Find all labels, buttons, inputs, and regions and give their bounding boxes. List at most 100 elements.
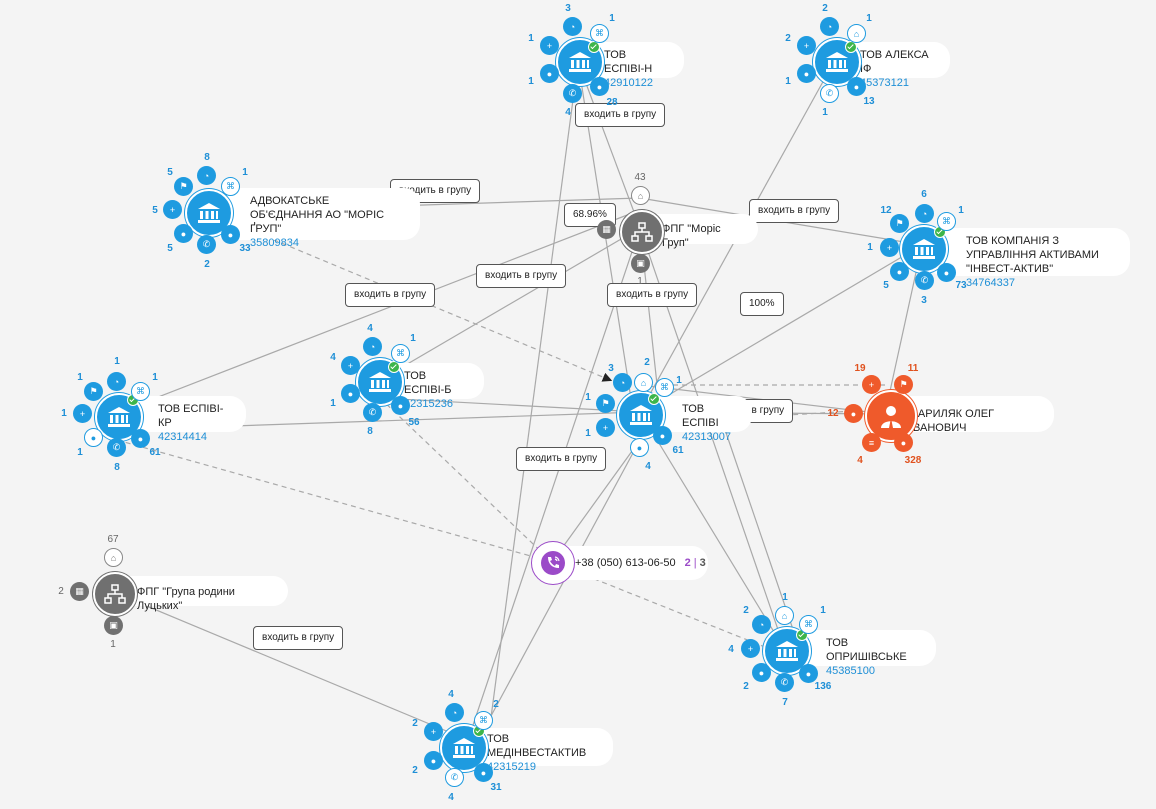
pie-chart-icon[interactable]: ◔: [915, 204, 934, 223]
flag-icon[interactable]: ⚑: [84, 382, 103, 401]
add-person-icon[interactable]: +: [596, 418, 615, 437]
flag-icon[interactable]: ⚑: [596, 394, 615, 413]
flag-icon[interactable]: ⚑: [890, 214, 909, 233]
location-icon[interactable]: ●: [799, 664, 818, 683]
company-code: 34764337: [966, 277, 1015, 289]
company-label-oprysh[interactable]: ТОВ ОПРИШІВСЬКЕ 45385100: [790, 630, 936, 677]
org-structure-icon[interactable]: [93, 572, 137, 616]
structure-icon[interactable]: ⌘: [391, 344, 410, 363]
add-person-icon[interactable]: +: [880, 238, 899, 257]
location-icon[interactable]: ●: [590, 77, 609, 96]
pie-chart-icon[interactable]: ◔: [613, 373, 632, 392]
pie-chart-icon[interactable]: ◔: [363, 337, 382, 356]
structure-icon[interactable]: ⌘: [590, 24, 609, 43]
list-icon[interactable]: ≡: [862, 433, 881, 452]
count-top-right: 1: [609, 13, 615, 24]
group-members-icon[interactable]: ▦: [597, 220, 616, 239]
phone-ring-icon[interactable]: [531, 541, 575, 585]
add-person-icon[interactable]: +: [797, 36, 816, 55]
location-icon[interactable]: ●: [937, 263, 956, 282]
location-icon[interactable]: ●: [653, 426, 672, 445]
count-top: 6: [921, 189, 927, 200]
people-icon[interactable]: ●: [341, 384, 360, 403]
company-code: 45385100: [826, 665, 875, 677]
people-icon[interactable]: ●: [540, 64, 559, 83]
company-label-medinvest[interactable]: ТОВ МЕДІНВЕСТАКТИВ 42315219: [465, 728, 613, 773]
add-person-icon[interactable]: +: [540, 36, 559, 55]
structure-icon[interactable]: ⌘: [221, 177, 240, 196]
add-person-icon[interactable]: +: [73, 404, 92, 423]
group-top-icon[interactable]: ⌂: [631, 186, 650, 205]
count-bottom: 1: [637, 276, 643, 287]
edge-label-share-100[interactable]: 100%: [740, 292, 784, 316]
count-bottom: 2: [204, 259, 210, 270]
location-icon[interactable]: ●: [391, 396, 410, 415]
structure-icon[interactable]: ⌘: [474, 711, 493, 730]
pie-chart-icon[interactable]: ◔: [197, 166, 216, 185]
count-left: 1: [61, 408, 67, 419]
people-icon[interactable]: ●: [424, 751, 443, 770]
add-person-icon[interactable]: +: [424, 722, 443, 741]
group-label-lutsk[interactable]: ФПГ "Група родини Луцьких": [113, 576, 288, 612]
person-label[interactable]: ПАРИЛЯК ОЛЕГ ІВАНОВИЧ: [890, 396, 1054, 434]
edge-label-invest-group[interactable]: входить в групу: [749, 199, 840, 223]
people-icon[interactable]: ●: [844, 404, 863, 423]
phone-icon[interactable]: ✆: [915, 271, 934, 290]
phone-icon[interactable]: ✆: [445, 768, 464, 787]
people-icon[interactable]: ●: [174, 224, 193, 243]
count-left: 5: [152, 205, 158, 216]
add-person-icon[interactable]: +: [163, 200, 182, 219]
company-name: ТОВ ЕСПІВІ-Н: [604, 49, 653, 75]
edge-label-espivi-group[interactable]: входить в групу: [607, 283, 698, 307]
edge-label-medinvest-group[interactable]: входить в групу: [516, 447, 607, 471]
phone-icon[interactable]: ✆: [820, 84, 839, 103]
org-structure-icon[interactable]: [620, 210, 664, 254]
pie-chart-icon[interactable]: ◔: [107, 372, 126, 391]
location-icon[interactable]: ●: [131, 429, 150, 448]
flag-icon[interactable]: ⚑: [894, 375, 913, 394]
location-icon[interactable]: ●: [221, 225, 240, 244]
phone-icon[interactable]: ✆: [563, 84, 582, 103]
add-person-icon[interactable]: +: [741, 639, 760, 658]
bank-small-icon[interactable]: ⌂: [775, 606, 794, 625]
edge-label-espivi-kr-group[interactable]: входить в групу: [345, 283, 436, 307]
bank-small-icon[interactable]: ⌂: [847, 24, 866, 43]
phone-icon[interactable]: ✆: [197, 235, 216, 254]
group-name: ФПГ "Моріс Груп": [662, 223, 721, 249]
phone-icon[interactable]: ✆: [775, 673, 794, 692]
count-bottom-left: 1: [528, 76, 534, 87]
count-bottom-right: 56: [408, 417, 420, 428]
pie-chart-icon[interactable]: ◔: [820, 17, 839, 36]
location-icon[interactable]: ●: [894, 433, 913, 452]
group-members-icon[interactable]: ▦: [70, 582, 89, 601]
pie-chart-icon[interactable]: ◔: [563, 17, 582, 36]
people-icon[interactable]: ●: [630, 438, 649, 457]
people-icon[interactable]: ●: [797, 64, 816, 83]
location-icon[interactable]: ●: [847, 77, 866, 96]
pie-chart-icon[interactable]: ◔: [752, 615, 771, 634]
pie-chart-icon[interactable]: ◔: [445, 703, 464, 722]
edge-label-lutsk-group[interactable]: входить в групу: [253, 626, 344, 650]
briefcase-icon[interactable]: ▣: [631, 254, 650, 273]
location-icon[interactable]: ●: [474, 763, 493, 782]
count-top-right: 2: [493, 699, 499, 710]
phone-icon[interactable]: ✆: [363, 403, 382, 422]
company-label-invest[interactable]: ТОВ КОМПАНІЯ З УПРАВЛІННЯ АКТИВАМИ "ІНВЕ…: [928, 228, 1130, 289]
company-label-advokat[interactable]: АДВОКАТСЬКЕ ОБ'ЄДНАННЯ АО "МОРІС ҐРУП" 3…: [212, 188, 420, 249]
people-icon[interactable]: ●: [752, 663, 771, 682]
edge-label-espivi-b-group[interactable]: входить в групу: [476, 264, 567, 288]
phone-icon[interactable]: ✆: [107, 438, 126, 457]
briefcase-icon[interactable]: ▣: [104, 616, 123, 635]
add-person-icon[interactable]: +: [862, 375, 881, 394]
people-icon[interactable]: ●: [890, 262, 909, 281]
add-person-icon[interactable]: +: [341, 356, 360, 375]
structure-icon[interactable]: ⌘: [937, 212, 956, 231]
group-top-icon[interactable]: ⌂: [104, 548, 123, 567]
structure-icon[interactable]: ⌘: [131, 382, 150, 401]
flag-icon[interactable]: ⚑: [174, 177, 193, 196]
structure-icon[interactable]: ⌘: [799, 615, 818, 634]
bank-small-icon[interactable]: ⌂: [634, 373, 653, 392]
edge-label-espivi-n-group[interactable]: входить в групу: [575, 103, 666, 127]
structure-icon[interactable]: ⌘: [655, 378, 674, 397]
people-icon[interactable]: ●: [84, 428, 103, 447]
